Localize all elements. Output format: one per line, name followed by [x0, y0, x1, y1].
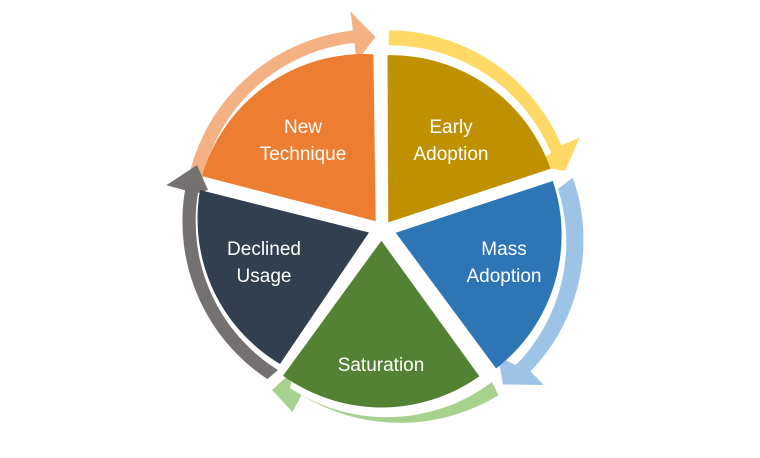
segment-new-technique: New Technique: [189, 11, 376, 222]
segment-declined-usage-label-1: Declined: [227, 239, 301, 260]
segment-mass-adoption-wedge: [395, 181, 562, 369]
segment-mass-adoption: Mass Adoption: [395, 177, 584, 385]
segment-early-adoption-label-2: Adoption: [413, 144, 488, 165]
segment-mass-adoption-arrow: [498, 177, 584, 385]
segment-early-adoption: Early Adoption: [387, 30, 580, 223]
segment-declined-usage: Declined Usage: [166, 165, 369, 380]
segment-saturation: Saturation: [272, 240, 499, 423]
segment-new-technique-arrow: [189, 11, 376, 180]
segment-new-technique-label-2: Technique: [260, 144, 347, 165]
segment-mass-adoption-label-2: Adoption: [466, 266, 541, 287]
segment-saturation-wedge: [283, 240, 480, 408]
segment-declined-usage-arrow: [166, 165, 278, 380]
segment-early-adoption-label-1: Early: [429, 117, 473, 138]
segment-mass-adoption-label-1: Mass: [481, 239, 526, 260]
segment-new-technique-wedge: [202, 53, 376, 222]
segment-declined-usage-label-2: Usage: [237, 266, 292, 287]
segment-saturation-label-1: Saturation: [338, 355, 425, 376]
segment-early-adoption-arrow: [388, 30, 580, 171]
segment-new-technique-label-1: New: [284, 117, 322, 138]
segment-early-adoption-wedge: [387, 55, 551, 223]
segment-declined-usage-wedge: [197, 190, 369, 364]
segment-saturation-arrow: [272, 370, 499, 423]
